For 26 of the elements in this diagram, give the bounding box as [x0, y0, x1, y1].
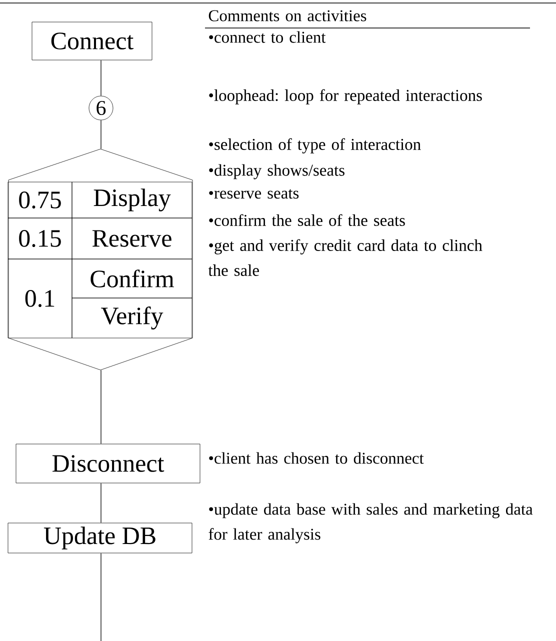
activity-box: Connect [32, 22, 152, 60]
heading: Comments on activities [208, 10, 366, 22]
comment-text: •selection of type of interaction [209, 138, 421, 154]
connector-line [100, 552, 102, 641]
comment-text: •reserve seats [209, 189, 299, 199]
table-cell: 0.1 [8, 258, 72, 338]
comment-text: •get and verify credit card data to clinch the sale [208, 239, 482, 276]
table-cell: Confirm [72, 258, 192, 298]
activity-box: Disconnect [16, 444, 200, 484]
comment-text: •display shows/seats [209, 164, 344, 180]
table-cell: Verify [72, 298, 192, 338]
connector-line [100, 482, 102, 524]
comment-text: •update data base with sales and marketing data for later analysis [208, 503, 533, 544]
comment-text: •client has chosen to disconnect [209, 452, 424, 464]
comment-text: •connect to client [209, 31, 326, 43]
comment-text: •confirm the sale of the seats [209, 214, 405, 226]
table-cell: Reserve [72, 218, 192, 260]
connector-line [100, 60, 102, 96]
activity-box: Update DB [8, 522, 192, 554]
connector-line [100, 370, 102, 444]
connector-line [100, 120, 102, 150]
table-cell: 0.75 [8, 182, 72, 218]
comment-text: •loophead: loop for repeated interactions [209, 89, 482, 104]
loop-shape [8, 148, 193, 370]
table-cell: Display [72, 182, 192, 218]
table-cell: 0.15 [8, 218, 72, 260]
